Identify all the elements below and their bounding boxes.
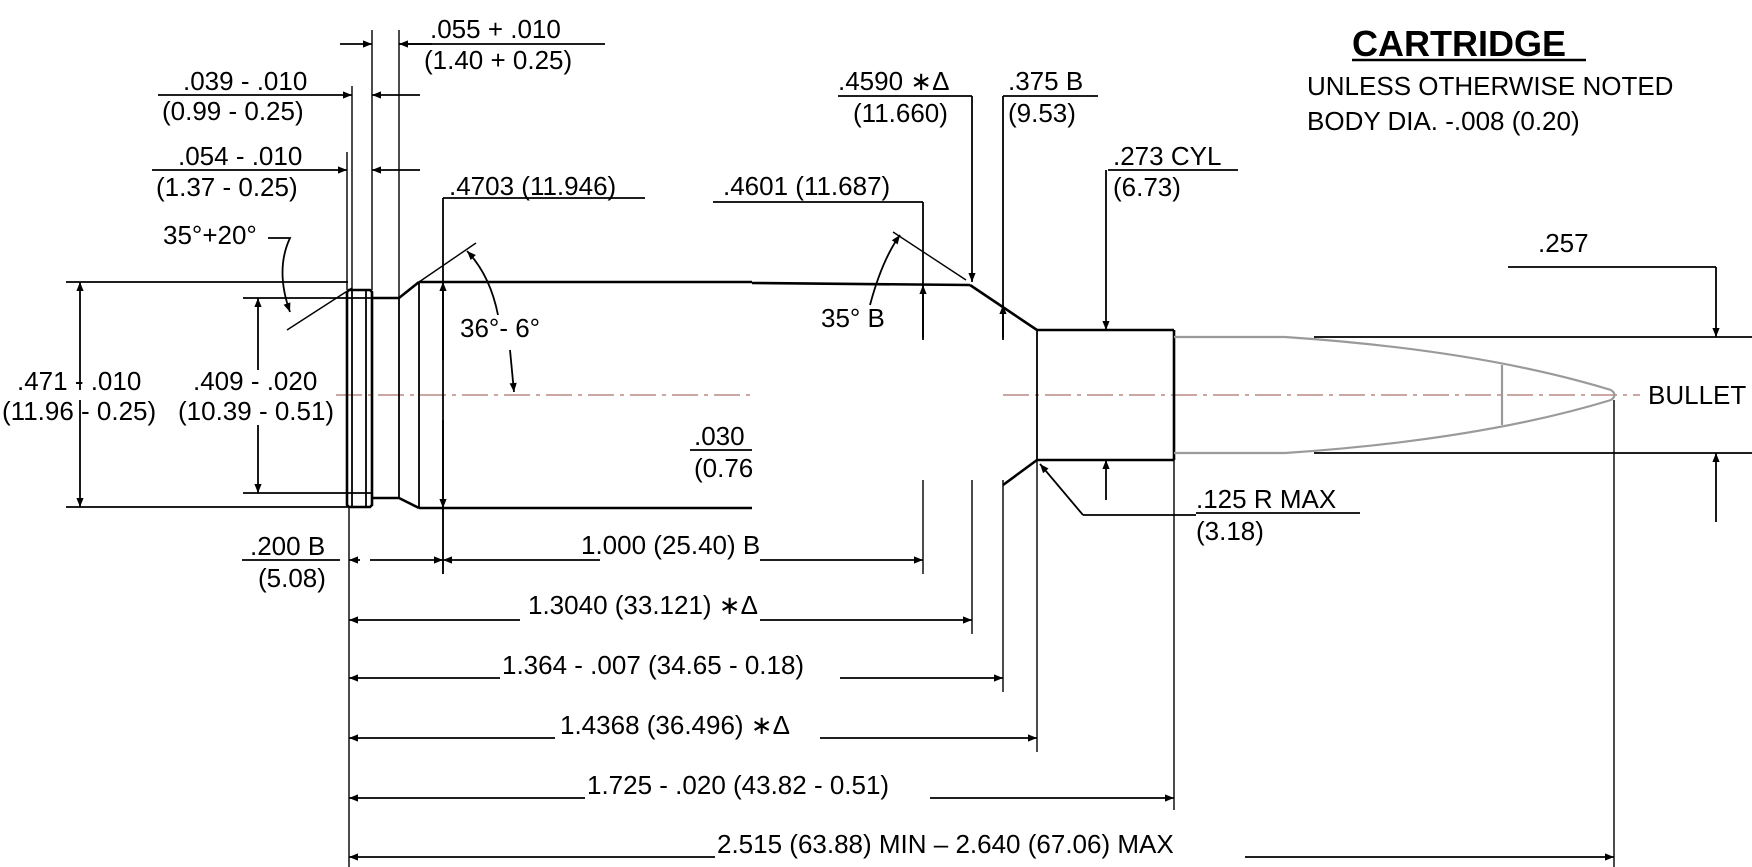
neck-dia-mm: (6.73) [1113,172,1181,202]
neck-radius-in: .125 R MAX [1196,484,1336,514]
fillet-in: .030 [694,421,745,451]
groove-width-1-in: .039 - .010 [183,66,307,96]
groove-width-2-in: .054 - .010 [178,141,302,171]
neck-ref-in: .375 B [1008,66,1083,96]
rim-thickness-in: .055 + .010 [430,14,561,44]
rim-dia-in: .471 - .010 [17,366,141,396]
fillet-mm: (0.76 [694,453,753,483]
title: CARTRIDGE [1352,23,1566,64]
base-len-in: .200 B [250,531,325,561]
groove-dia-in: .409 - .020 [193,366,317,396]
rim-dia-mm: (11.96 - 0.25) [2,396,156,426]
groove-dia-mm: (10.39 - 0.51) [178,396,334,426]
neck-dia-in: .273 CYL [1113,141,1221,171]
bullet-label: BULLET [1648,380,1746,410]
bullet-dia-label: .257 [1538,228,1589,258]
len-shoulder-end: 1.4368 (36.496) ∗Δ [560,710,790,740]
extractor-angle: 36°- 6° [460,313,540,343]
note-line-2: BODY DIA. -.008 (0.20) [1307,106,1580,136]
shoulder-angle: 35° B [821,303,885,333]
rim-thickness-mm: (1.40 + 0.25) [424,45,572,75]
len-shoulder-datum: 1.364 - .007 (34.65 - 0.18) [502,650,804,680]
bevel-angle: 35°+20° [163,220,257,250]
base-dia-label: .4703 (11.946) [449,171,616,201]
groove-width-1-mm: (0.99 - 0.25) [162,96,304,126]
groove-width-2-mm: (1.37 - 0.25) [156,172,298,202]
note-line-1: UNLESS OTHERWISE NOTED [1307,71,1673,101]
neck-ref-mm: (9.53) [1008,98,1076,128]
len-shoulder-start: 1.3040 (33.121) ∗Δ [528,590,758,620]
case-len-label: 1.725 - .020 (43.82 - 0.51) [587,770,889,800]
shoulder-dia-mm: (11.660) [853,98,948,128]
body-dia-label: .4601 (11.687) [723,171,890,201]
neck-radius-mm: (3.18) [1196,516,1264,546]
overall-len-label: 2.515 (63.88) MIN – 2.640 (67.06) MAX [717,829,1174,859]
bullet-outline [1174,335,1616,455]
base-len-mm: (5.08) [258,563,326,593]
body-len-label: 1.000 (25.40) B [581,530,760,560]
shoulder-dia-in: .4590 ∗Δ [838,66,949,96]
